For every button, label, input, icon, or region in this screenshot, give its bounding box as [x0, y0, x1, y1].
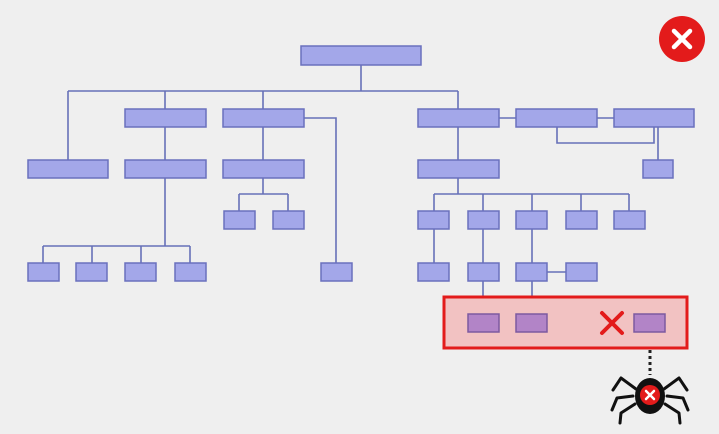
node-level2-c [222, 159, 305, 179]
node-flagged-c [633, 313, 666, 333]
connectors [42, 65, 659, 314]
node-flagged-a [467, 313, 500, 333]
node-level1-e [613, 108, 695, 128]
node-level2-d [417, 159, 500, 179]
node-row4-c [515, 262, 548, 282]
node-leaf-c [124, 262, 157, 282]
node-row3-b [467, 210, 500, 230]
x-mark-icon [600, 311, 624, 335]
node-row4-b [467, 262, 500, 282]
node-row3-e [613, 210, 646, 230]
node-row3-a [417, 210, 450, 230]
node-level2-e [642, 159, 674, 179]
node-level2-a [27, 159, 109, 179]
node-flagged-b [515, 313, 548, 333]
node-level1-c [417, 108, 500, 128]
node-small-a [223, 210, 256, 230]
edge-right-loop [556, 127, 655, 144]
node-small-b [272, 210, 305, 230]
node-level1-b [222, 108, 305, 128]
spider-bug-icon [610, 376, 690, 425]
nodes [27, 45, 695, 333]
edge-side-branch [304, 117, 337, 263]
close-button[interactable] [659, 16, 705, 62]
node-level1-d [515, 108, 598, 128]
node-leaf-d [174, 262, 207, 282]
node-row3-c [515, 210, 548, 230]
node-leaf-a [27, 262, 60, 282]
node-level1-a [124, 108, 207, 128]
node-row4-a [417, 262, 450, 282]
node-side-leaf [320, 262, 353, 282]
node-row3-d [565, 210, 598, 230]
node-root [300, 45, 422, 66]
node-row4-d [565, 262, 598, 282]
node-level2-b [124, 159, 207, 179]
node-leaf-b [75, 262, 108, 282]
